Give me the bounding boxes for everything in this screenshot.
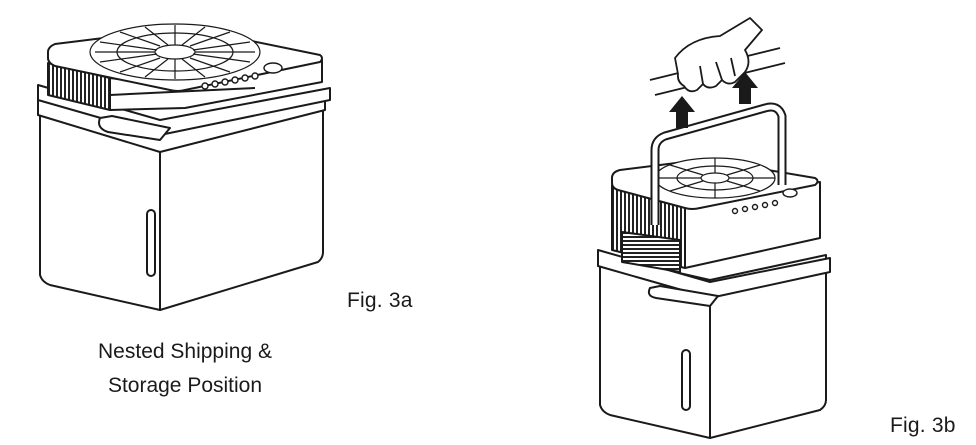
fan-grille [89,23,261,81]
figure-3b-label: Fig. 3b [890,414,956,437]
caption-line-1: Nested Shipping & [98,340,272,363]
dehumidifier-nested-illustration [37,23,331,311]
caption-line-2: Storage Position [107,374,263,397]
figure-3a-caption: Nested Shipping & Storage Position [60,335,310,403]
figure-3a-label: Fig. 3a [347,289,413,312]
up-arrow-icon [732,72,758,104]
control-panel [201,62,283,90]
hand-icon [649,17,786,96]
dehumidifier-lift-illustration [597,17,831,439]
up-arrow-icon [669,96,695,128]
